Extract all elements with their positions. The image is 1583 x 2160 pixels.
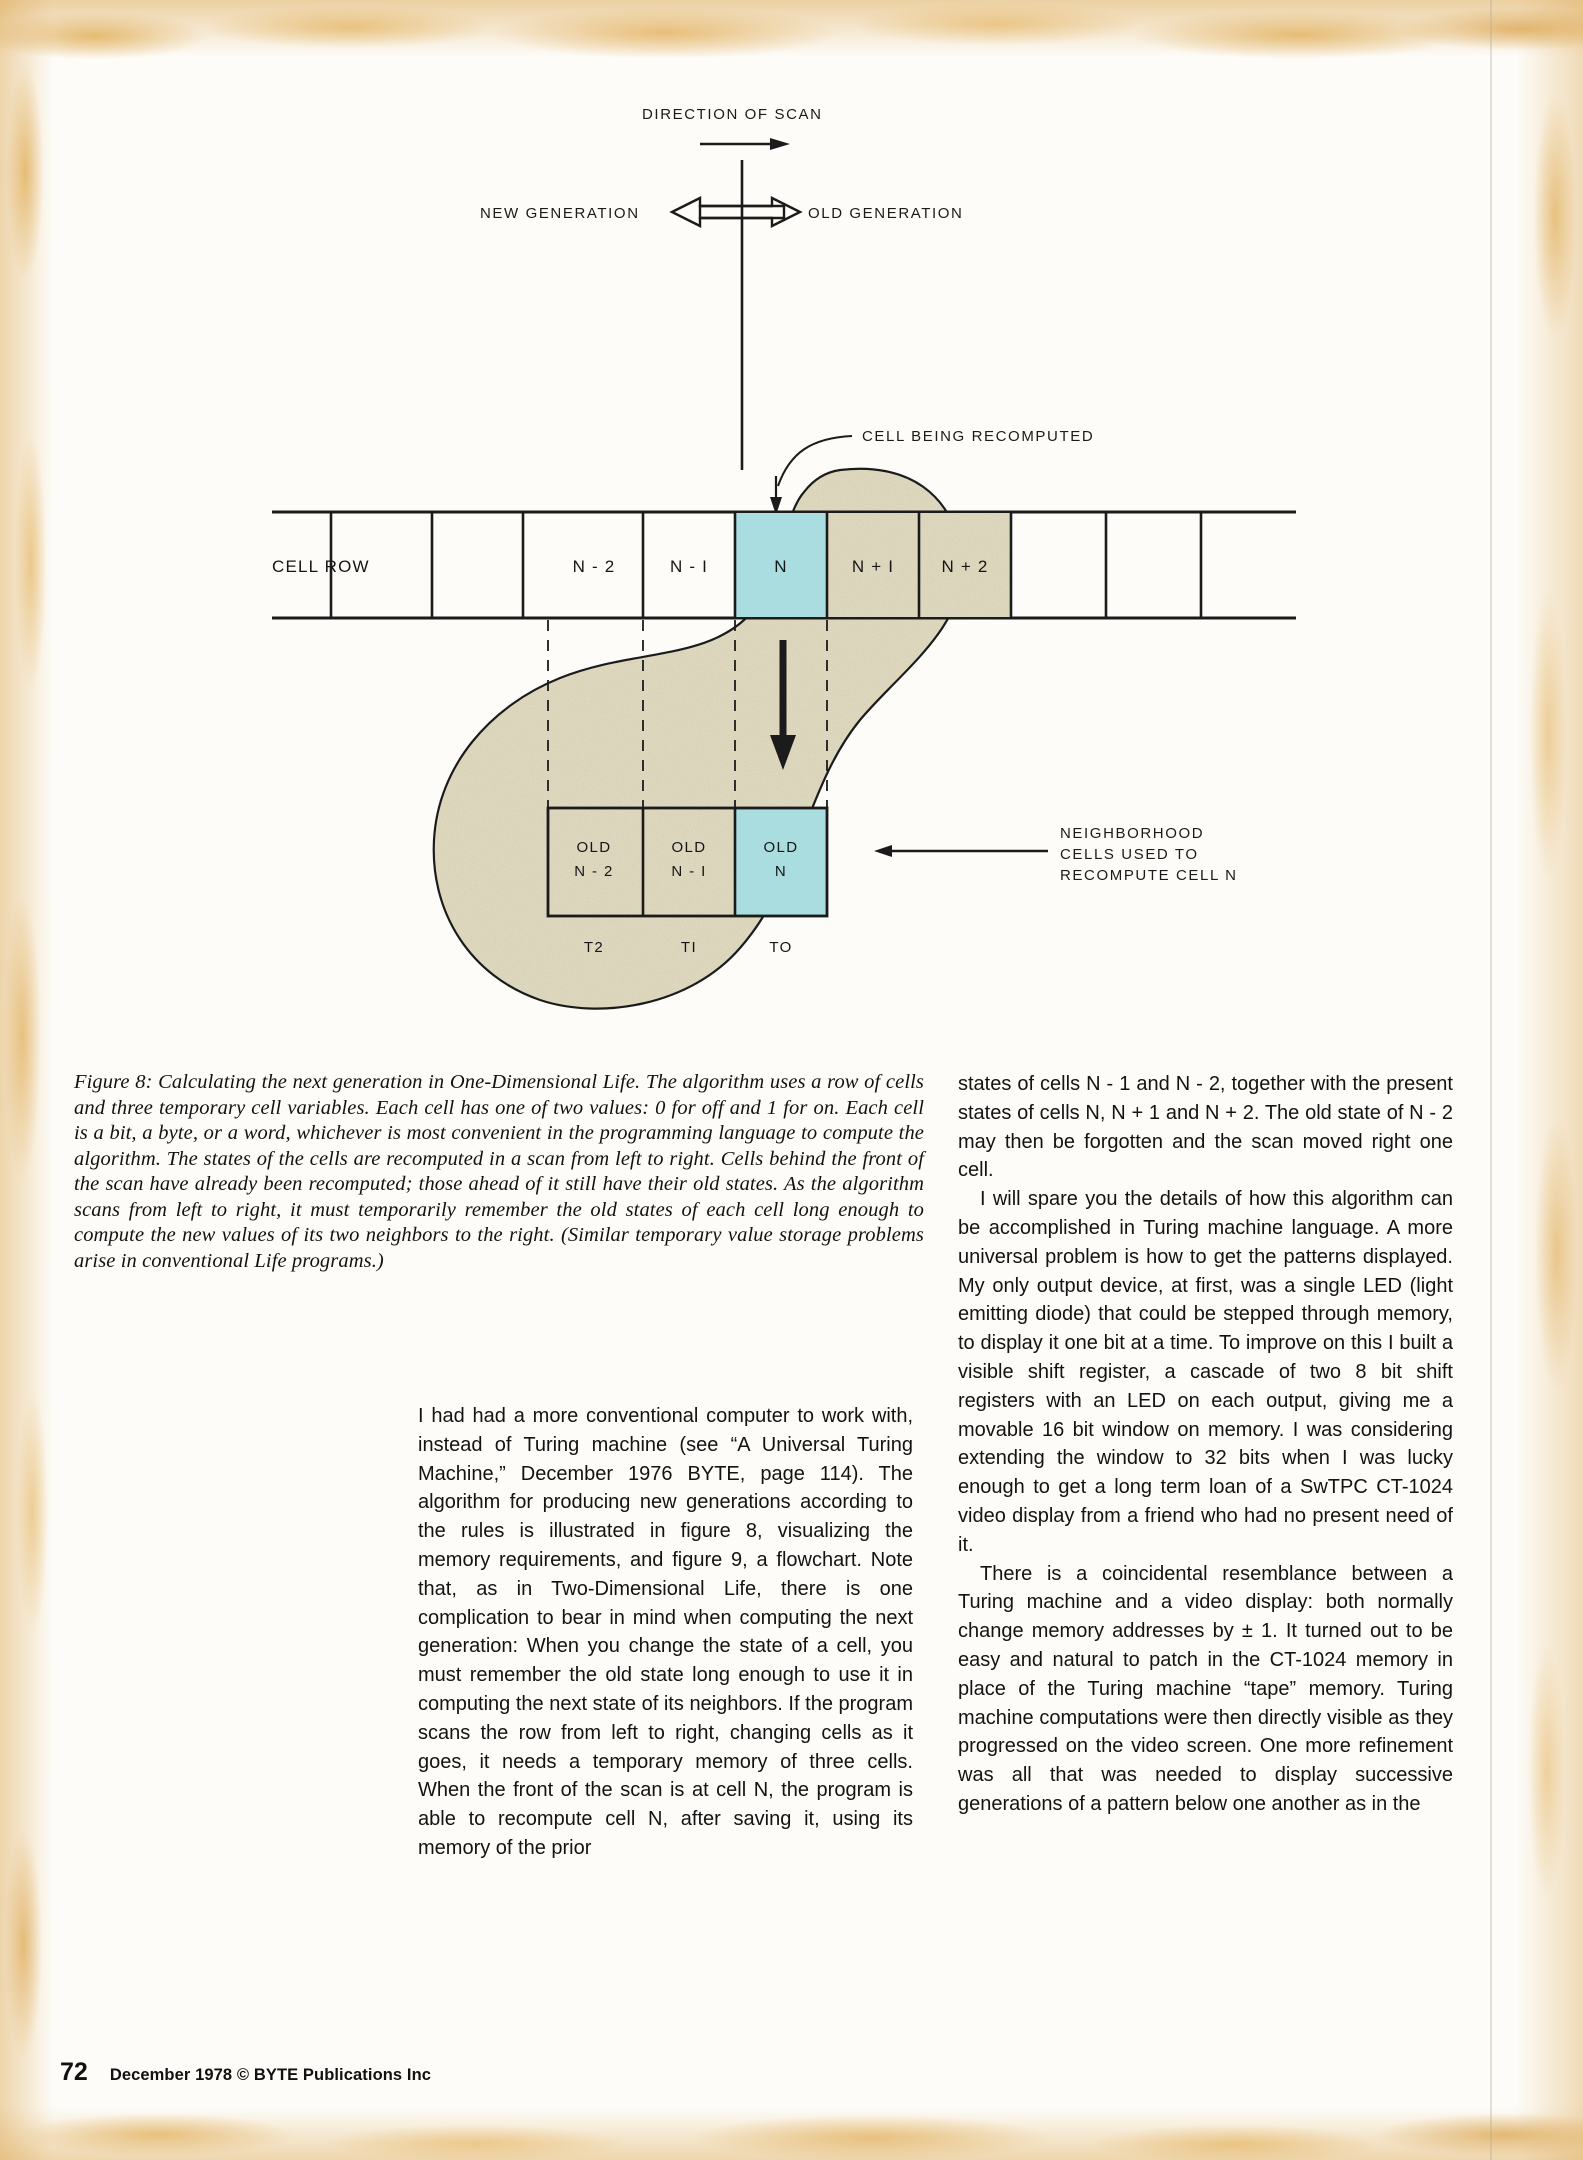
copyright-imprint: December 1978 © BYTE Publications Inc — [109, 2066, 432, 2084]
new-generation-label: NEW GENERATION — [480, 205, 640, 222]
page-crease-line — [1490, 0, 1492, 2160]
cell-Nplus2-fill — [919, 513, 1011, 617]
figure-8-caption: Figure 8: Calculating the next generatio… — [74, 1071, 924, 1272]
scan-edge-stain-bottom — [0, 2104, 1583, 2160]
temp-cell-t1-fill — [643, 808, 735, 916]
cell-label-n-minus-2: N - 2 — [573, 557, 616, 576]
cell-being-recomputed-leader — [777, 435, 853, 487]
figure-8-diagram: DIRECTION OF SCAN NEW GENERATION OLD GEN… — [0, 0, 1583, 1040]
cell-being-recomputed-arrowhead — [770, 476, 782, 515]
cell-row-label: CELL ROW — [272, 557, 370, 576]
temp-cell-t2-fill — [548, 808, 643, 916]
neighborhood-label-line2: CELLS USED TO — [1060, 846, 1199, 863]
temp-cell-t0-line2: N — [775, 863, 787, 880]
temp-cell-t0-line1: OLD — [763, 839, 798, 856]
body-paragraph: I had had a more conventional computer t… — [418, 1405, 913, 1859]
scan-edge-stain-right — [1513, 0, 1583, 2160]
cell-label-n-plus-2: N + 2 — [941, 557, 988, 576]
direction-of-scan-label: DIRECTION OF SCAN — [642, 106, 823, 123]
scan-direction-arrow — [700, 138, 790, 150]
cell-Nplus1-fill — [827, 513, 919, 617]
cell-label-n: N — [774, 557, 787, 576]
temporary-cells-group: OLD N - 2 OLD N - I OLD N T2 TI TO — [546, 806, 829, 956]
temp-cell-t0-fill — [735, 808, 827, 916]
recompute-flow-arrow — [770, 640, 796, 770]
neighborhood-label-line3: RECOMPUTE CELL N — [1060, 867, 1238, 884]
temp-cell-t0-time: TO — [769, 939, 792, 956]
temp-cell-t1-line2: N - I — [671, 863, 706, 880]
cell-label-n-minus-1: N - I — [670, 557, 708, 576]
generation-double-arrow — [669, 196, 803, 228]
body-paragraph: I will spare you the details of how this… — [958, 1188, 1453, 1556]
neighborhood-callout-leader — [874, 845, 1048, 857]
neighborhood-label-line1: NEIGHBORHOOD — [1060, 825, 1204, 842]
temp-cell-t1-time: TI — [681, 939, 697, 956]
temp-cells-outline — [546, 806, 829, 918]
cell-being-recomputed-label: CELL BEING RECOMPUTED — [862, 428, 1094, 445]
cell-row-strip: CELL ROW N - 2 N - I N N + I N + 2 — [272, 510, 1296, 620]
body-paragraph: states of cells N - 1 and N - 2, togethe… — [958, 1073, 1453, 1182]
scan-edge-stain-left — [0, 0, 56, 2160]
body-column-right: states of cells N - 1 and N - 2, togethe… — [958, 1070, 1453, 1819]
page-footer: 72 December 1978 © BYTE Publications Inc — [60, 2058, 431, 2087]
temp-cell-t2-time: T2 — [584, 939, 604, 956]
body-column-left: I had had a more conventional computer t… — [418, 1402, 913, 1863]
body-paragraph: There is a coincidental resemblance betw… — [958, 1562, 1453, 1815]
temp-cell-t2-line2: N - 2 — [574, 863, 614, 880]
cell-label-n-plus-1: N + I — [852, 557, 894, 576]
old-generation-label: OLD GENERATION — [808, 205, 963, 222]
temp-cell-t2-line1: OLD — [576, 839, 611, 856]
cell-N-fill — [735, 513, 827, 617]
page-number: 72 — [60, 2058, 88, 2086]
temp-cell-t1-line1: OLD — [671, 839, 706, 856]
scan-edge-stain-top — [0, 0, 1583, 60]
